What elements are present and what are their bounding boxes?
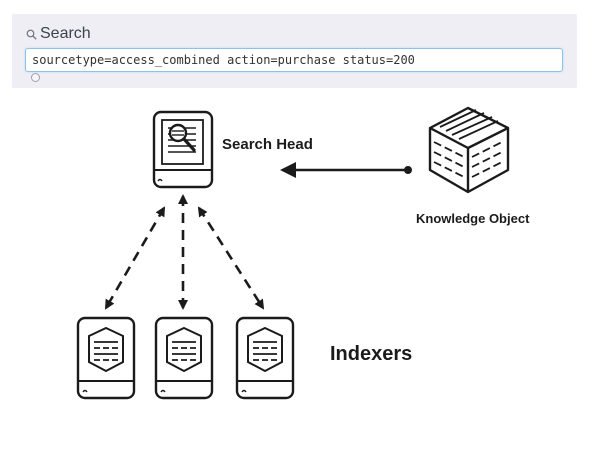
- knowledge-object-cube-icon: [428, 106, 510, 194]
- indexer-server-icon: [76, 316, 136, 400]
- search-input[interactable]: sourcetype=access_combined action=purcha…: [25, 48, 563, 72]
- knowledge-to-search-head-arrow: [280, 162, 412, 178]
- search-head-indexer-arrows: [104, 194, 265, 310]
- search-head-label: Search Head: [222, 136, 313, 153]
- search-label: Search: [40, 25, 91, 42]
- search-panel: Search sourcetype=access_combined action…: [12, 14, 577, 88]
- resize-handle[interactable]: [31, 73, 40, 82]
- search-head-server-icon: [152, 110, 214, 189]
- search-header: Search: [26, 25, 91, 43]
- indexer-server-icon: [235, 316, 295, 400]
- indexer-server-icon: [154, 316, 214, 400]
- search-icon: [26, 29, 37, 40]
- indexers-label: Indexers: [330, 343, 413, 365]
- knowledge-object-label: Knowledge Object: [416, 211, 530, 226]
